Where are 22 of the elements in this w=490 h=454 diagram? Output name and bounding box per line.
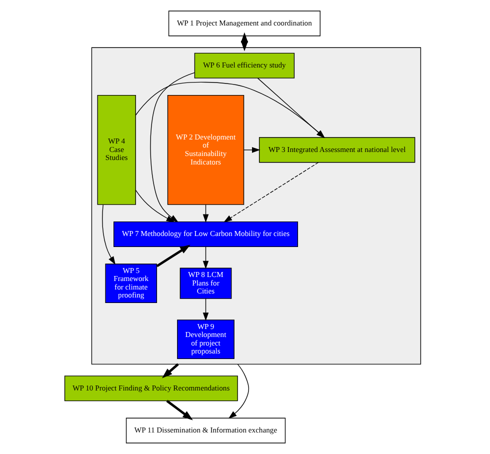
arrow [161, 363, 178, 378]
node-box: WP 6 Fuel efficiency study [194, 52, 294, 78]
arrow [156, 244, 190, 268]
node-box: WP 5 Framework for climate proofing [104, 264, 157, 304]
node-box: WP 10 Project Finding & Policy Recommendations [64, 376, 238, 402]
node-box: WP 7 Methodology for Low Carbon Mobility for cities [113, 221, 298, 248]
arrow [202, 298, 208, 321]
node-box: WP 9 Development of project proposals [176, 320, 234, 360]
arrow [243, 147, 260, 153]
arrow [240, 32, 248, 52]
arrow [202, 204, 208, 223]
arrow [102, 204, 116, 265]
arrow [166, 400, 192, 420]
node-box: WP 1 Project Management and coordination [168, 10, 320, 36]
node-box: WP 4 Case Studies [96, 95, 136, 205]
node-box: WP 3 Integrated Assessment at national level [258, 137, 415, 163]
cluster [90, 47, 421, 365]
node-box: WP 11 Dissemination & Information exchange [125, 418, 286, 444]
node-box: WP 8 LCM Plans for Cities [179, 268, 232, 299]
arrow [223, 162, 318, 222]
arrow [202, 246, 208, 270]
node-box: WP 2 Development of Sustainability Indicators [166, 95, 244, 205]
